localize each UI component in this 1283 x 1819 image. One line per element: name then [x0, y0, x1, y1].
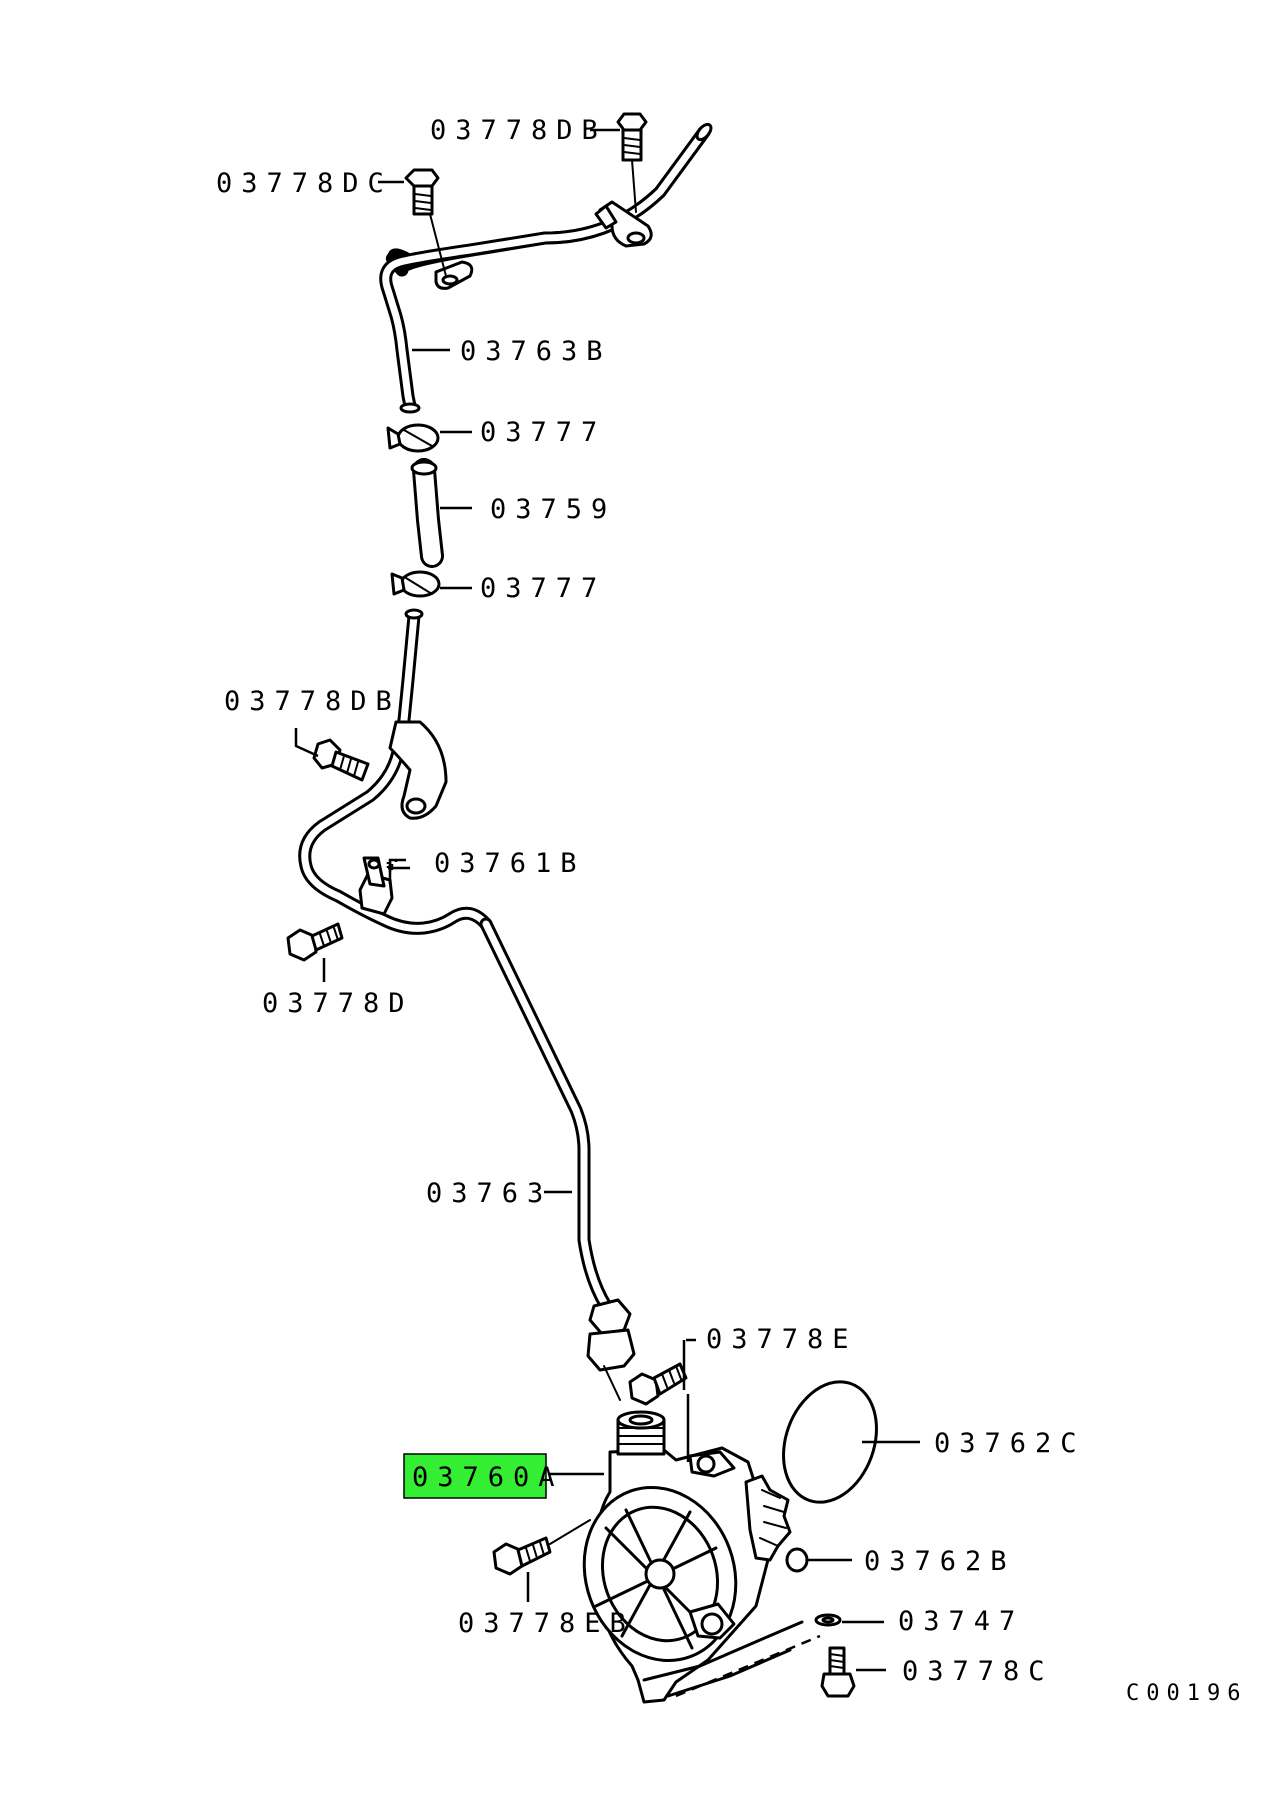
bolt-03778DB-top	[616, 112, 648, 213]
label-03778DB-mid[interactable]: 03778DB	[224, 686, 401, 717]
label-03778EB[interactable]: 03778EB	[458, 1608, 635, 1639]
part-labels: 03778DB 03778DC 03763B 03777 03759 03777…	[216, 115, 1247, 1706]
label-03778C[interactable]: 03778C	[902, 1656, 1054, 1687]
label-03760A[interactable]: 03760A	[412, 1462, 564, 1493]
label-03762C[interactable]: 03762C	[934, 1428, 1086, 1459]
bolt-03778E	[628, 1362, 688, 1406]
diagram-code: C00196	[1126, 1681, 1247, 1706]
label-03778DC[interactable]: 03778DC	[216, 168, 393, 199]
label-03777-bottom[interactable]: 03777	[480, 573, 606, 604]
bolt-03778EB	[492, 1519, 591, 1576]
o-ring-03762B	[785, 1547, 809, 1573]
label-03761B[interactable]: 03761B	[434, 848, 586, 879]
pipe-03763B	[379, 122, 713, 414]
label-03778D[interactable]: 03778D	[262, 988, 414, 1019]
leader-lines	[294, 128, 920, 1672]
label-03763B[interactable]: 03763B	[460, 336, 612, 367]
vacuum-pump-03760A	[582, 1410, 821, 1704]
label-03762B[interactable]: 03762B	[864, 1546, 1016, 1577]
label-03763[interactable]: 03763	[426, 1178, 552, 1209]
clamp-03777-bottom	[390, 570, 441, 598]
hose-03759	[410, 458, 444, 568]
label-03759[interactable]: 03759	[490, 494, 616, 525]
clamp-03777-top	[386, 423, 440, 453]
bolt-03778D	[286, 922, 344, 962]
pipe-03761B	[298, 608, 493, 935]
label-03747[interactable]: 03747	[898, 1606, 1024, 1637]
label-03778DB-top[interactable]: 03778DB	[430, 115, 607, 146]
pipe-03763	[479, 917, 636, 1401]
bolt-03778DC	[404, 168, 447, 277]
washer-03747	[814, 1613, 842, 1627]
o-ring-03762C	[782, 1380, 878, 1504]
label-03778E[interactable]: 03778E	[706, 1324, 858, 1355]
label-03777-top[interactable]: 03777	[480, 417, 606, 448]
bolt-03778DB-mid	[312, 738, 370, 782]
label-03760A-highlight	[403, 1453, 547, 1499]
bolt-03778C	[820, 1646, 856, 1698]
